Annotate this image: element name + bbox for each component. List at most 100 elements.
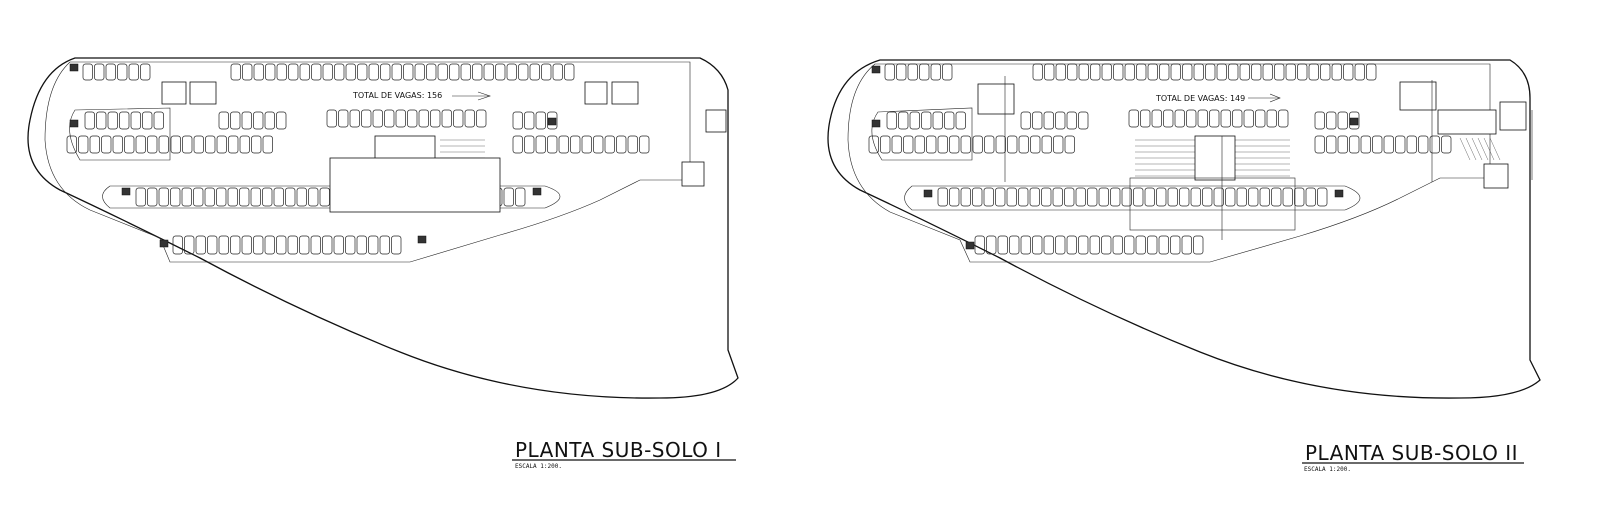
parking-space [593,135,604,154]
parking-space [1052,187,1063,207]
total-vagas-label: TOTAL DE VAGAS: 156 [352,91,442,100]
parking-space [524,111,535,130]
equipment-marker [1349,117,1359,126]
parking-space [512,111,523,130]
parking-space [117,63,128,81]
plan-title: PLANTA SUB-SOLO I [515,438,722,462]
parking-space [1314,111,1325,130]
parking-space [937,187,948,207]
parking-space [430,109,441,128]
equipment-marker [532,187,542,196]
stair-core [161,81,187,105]
equipment-marker [871,65,881,74]
parking-space [476,109,487,128]
parking-space [1366,63,1377,81]
parking-space [1032,235,1043,255]
parking-space [96,111,107,130]
parking-space [1337,135,1348,154]
parking-space [1087,187,1098,207]
parking-space [453,109,464,128]
parking-space [1202,187,1213,207]
parking-space [1282,187,1293,207]
parking-space [1075,187,1086,207]
parking-space [153,111,164,130]
parking-space [1158,235,1169,255]
parking-space [1354,63,1365,81]
parking-space [242,63,253,81]
parking-space [564,63,575,81]
parking-space [170,135,181,154]
equipment-marker [121,187,131,196]
stair-core [977,83,1015,115]
parking-space [503,187,514,207]
equipment-marker [69,63,79,72]
parking-space [518,63,529,81]
parking-space [1305,187,1316,207]
parking-space [356,235,367,255]
scale-label: ESCALA 1:200. [515,463,562,470]
parking-space [285,187,296,207]
parking-space [391,235,402,255]
parking-space [147,135,158,154]
parking-spaces [66,63,650,255]
parking-space [395,109,406,128]
parking-space [368,63,379,81]
parking-space [135,135,146,154]
ramp-box [1499,101,1527,131]
parking-space [1349,135,1360,154]
ramp-box [1483,163,1509,189]
parking-space [449,63,460,81]
parking-space [184,235,195,255]
parking-space [1243,109,1254,128]
parking-space [1266,109,1277,128]
parking-space [441,109,452,128]
equipment-marker [417,235,427,244]
parking-space [322,63,333,81]
ramp-curve [871,107,973,161]
parking-space [1248,187,1259,207]
parking-space [616,135,627,154]
north-arrow-icon [452,91,491,101]
parking-space [1044,63,1055,81]
parking-space [251,135,262,154]
parking-space [227,187,238,207]
parking-space [1124,63,1135,81]
parking-space [1320,63,1331,81]
parking-space [1360,135,1371,154]
parking-space [181,187,192,207]
lobby-area [1129,177,1296,231]
parking-space [604,135,615,154]
parking-space [535,111,546,130]
parking-space [230,235,241,255]
parking-space [1064,187,1075,207]
parking-space [903,135,914,154]
parking-space [368,235,379,255]
parking-space [1007,135,1018,154]
parking-space [1140,109,1151,128]
equipment-marker [159,239,169,248]
parking-space [1326,111,1337,130]
parking-space [1053,135,1064,154]
parking-space [128,63,139,81]
parking-space [1101,63,1112,81]
parking-space [1029,187,1040,207]
parking-space [1383,135,1394,154]
parking-space [921,111,932,130]
parking-space [82,63,93,81]
parking-space [357,63,368,81]
parking-space [930,63,941,81]
parking-space [472,63,483,81]
parking-space [1043,235,1054,255]
parking-space [1225,187,1236,207]
parking-space [1190,187,1201,207]
parking-space [218,111,229,130]
parking-space [230,63,241,81]
parking-space [288,63,299,81]
parking-space [464,109,475,128]
parking-space [345,235,356,255]
parking-space [1020,111,1031,130]
parking-space [311,63,322,81]
parking-space [949,187,960,207]
parking-space [1121,187,1132,207]
